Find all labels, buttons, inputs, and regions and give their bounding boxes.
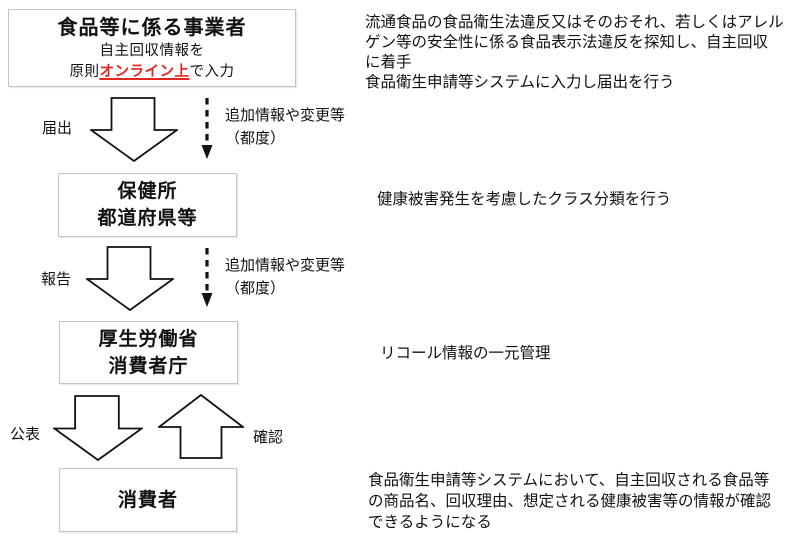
business-box-title: 食品等に係る事業者 bbox=[57, 17, 247, 39]
annotation-recall: リコール情報の一元管理 bbox=[380, 344, 551, 364]
online-highlight-text: オンライン上 bbox=[99, 64, 190, 80]
dashed-arrow-1-icon bbox=[201, 98, 213, 159]
edge-label-todokede: 届出 bbox=[42, 120, 73, 137]
edge-label-hokoku: 報告 bbox=[41, 271, 72, 288]
dashed-note-1: 追加情報や変更等 （都度） bbox=[225, 104, 345, 150]
flow-box-mhlw-caa: 厚生労働省 消費者庁 bbox=[59, 321, 238, 384]
annotation-classify-line1: 健康被害発生を考慮したクラス分類を行う bbox=[377, 191, 672, 208]
flow-box-consumer: 消費者 bbox=[59, 468, 237, 532]
dashed-note-1-line1: 追加情報や変更等 bbox=[225, 107, 346, 124]
consumer-line1: 消費者 bbox=[117, 489, 178, 511]
annotation-detect-line4: 食品衛生申請等システムに入力し届出を行う bbox=[365, 74, 675, 91]
annotation-system-line1: 食品衛生申請等システムにおいて、自主回収される食品等 bbox=[368, 472, 770, 489]
down-block-arrow-kohyo-icon bbox=[53, 395, 143, 461]
annotation-system-line3: できるようになる bbox=[368, 514, 492, 531]
annotation-system-line2: の商品名、回収理由、想定される健康被害等の情報が確認 bbox=[368, 493, 772, 510]
up-block-arrow-kakunin-icon bbox=[158, 394, 244, 459]
flow-box-health-center: 保健所 都道府県等 bbox=[58, 173, 237, 237]
annotation-classify: 健康被害発生を考慮したクラス分類を行う bbox=[377, 190, 671, 210]
annotation-detect-line2: ゲン等の安全性に係る食品表示法違反を探知し、自主回収 bbox=[365, 34, 769, 51]
annotation-recall-line1: リコール情報の一元管理 bbox=[380, 345, 551, 362]
annotation-detect-line3: に着手 bbox=[365, 54, 412, 71]
annotation-detect-line1: 流通食品の食品衛生法違反又はそのおそれ、若しくはアレル bbox=[365, 14, 784, 31]
flow-box-business: 食品等に係る事業者 自主回収情報を 原則オンライン上で入力 bbox=[8, 9, 296, 87]
business-box-line3: 原則オンライン上で入力 bbox=[70, 62, 235, 83]
business-line3-suffix: で入力 bbox=[189, 64, 235, 80]
dashed-note-2-line1: 追加情報や変更等 bbox=[225, 257, 346, 274]
dashed-note-2-line2: （都度） bbox=[225, 280, 286, 297]
health-center-line1: 保健所 bbox=[117, 181, 178, 202]
business-line3-prefix: 原則 bbox=[69, 64, 100, 80]
business-box-line2: 自主回収情報を bbox=[99, 43, 205, 59]
down-block-arrow-hokoku-icon bbox=[86, 246, 174, 311]
mhlw-line2: 消費者庁 bbox=[108, 355, 189, 377]
dashed-note-2: 追加情報や変更等 （都度） bbox=[225, 254, 345, 300]
health-center-line2: 都道府県等 bbox=[97, 208, 198, 229]
annotation-detect: 流通食品の食品衛生法違反又はそのおそれ、若しくはアレル ゲン等の安全性に係る食品… bbox=[365, 13, 784, 93]
edge-label-kakunin: 確認 bbox=[253, 429, 284, 446]
dashed-arrow-2-icon bbox=[201, 248, 213, 307]
annotation-system: 食品衛生申請等システムにおいて、自主回収される食品等 の商品名、回収理由、想定さ… bbox=[368, 470, 771, 533]
edge-label-kohyo: 公表 bbox=[10, 426, 41, 443]
dashed-note-1-line2: （都度） bbox=[225, 130, 286, 147]
mhlw-line1: 厚生労働省 bbox=[98, 328, 199, 350]
down-block-arrow-todokede-icon bbox=[90, 97, 178, 162]
